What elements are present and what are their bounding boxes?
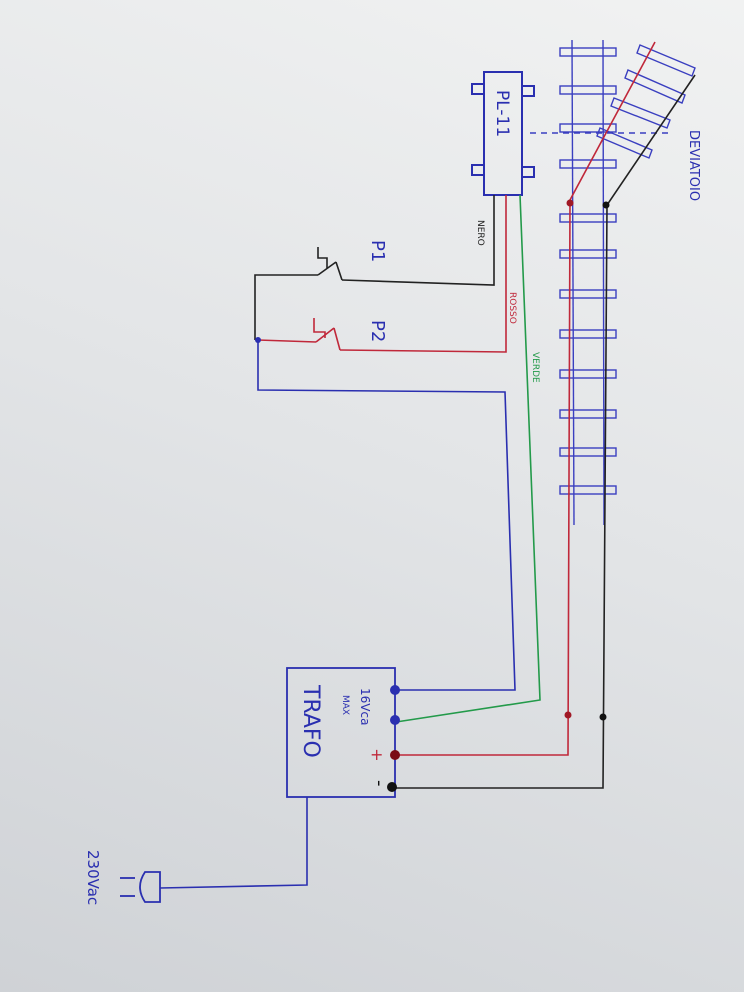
mains-label: 230Vac xyxy=(84,850,102,905)
solder-point xyxy=(566,199,574,207)
button-p1 xyxy=(254,247,343,340)
turnout-label: DEVIATOIO xyxy=(686,130,701,201)
track-straight xyxy=(559,39,617,526)
red-wire xyxy=(339,195,507,353)
junction-point xyxy=(255,337,261,343)
trafo-box xyxy=(286,667,396,798)
device-label: PL-11 xyxy=(492,90,512,137)
button-label-p2: P2 xyxy=(367,320,388,342)
rail-red-wire xyxy=(396,41,656,756)
mains-cable xyxy=(159,797,308,889)
black-wire xyxy=(341,195,495,286)
plug-icon xyxy=(120,871,161,903)
button-label-p1: P1 xyxy=(367,240,388,262)
minus-label: - xyxy=(369,780,390,787)
green-wire xyxy=(395,194,541,723)
button-p2 xyxy=(257,318,341,351)
wire-label-black: NERO xyxy=(475,220,485,246)
solder-point xyxy=(599,713,607,721)
wire-label-red: ROSSO xyxy=(507,292,517,324)
wire-label-green: VERDE xyxy=(530,352,540,383)
rail-black-wire xyxy=(392,74,696,789)
solder-point xyxy=(564,711,572,719)
pl11-device xyxy=(471,71,535,196)
terminal-minus xyxy=(387,782,397,792)
blue-wire xyxy=(257,340,516,691)
plus-label: + xyxy=(370,745,383,764)
terminal-blue-1 xyxy=(390,685,400,695)
trafo-rating-max: MAX xyxy=(340,695,350,715)
terminal-plus xyxy=(390,750,400,760)
track-diverging xyxy=(530,44,696,159)
trafo-rating: 16Vca xyxy=(358,688,372,725)
trafo-label: TRAFO xyxy=(298,684,323,758)
solder-point xyxy=(602,201,610,209)
terminal-blue-2 xyxy=(390,715,400,725)
